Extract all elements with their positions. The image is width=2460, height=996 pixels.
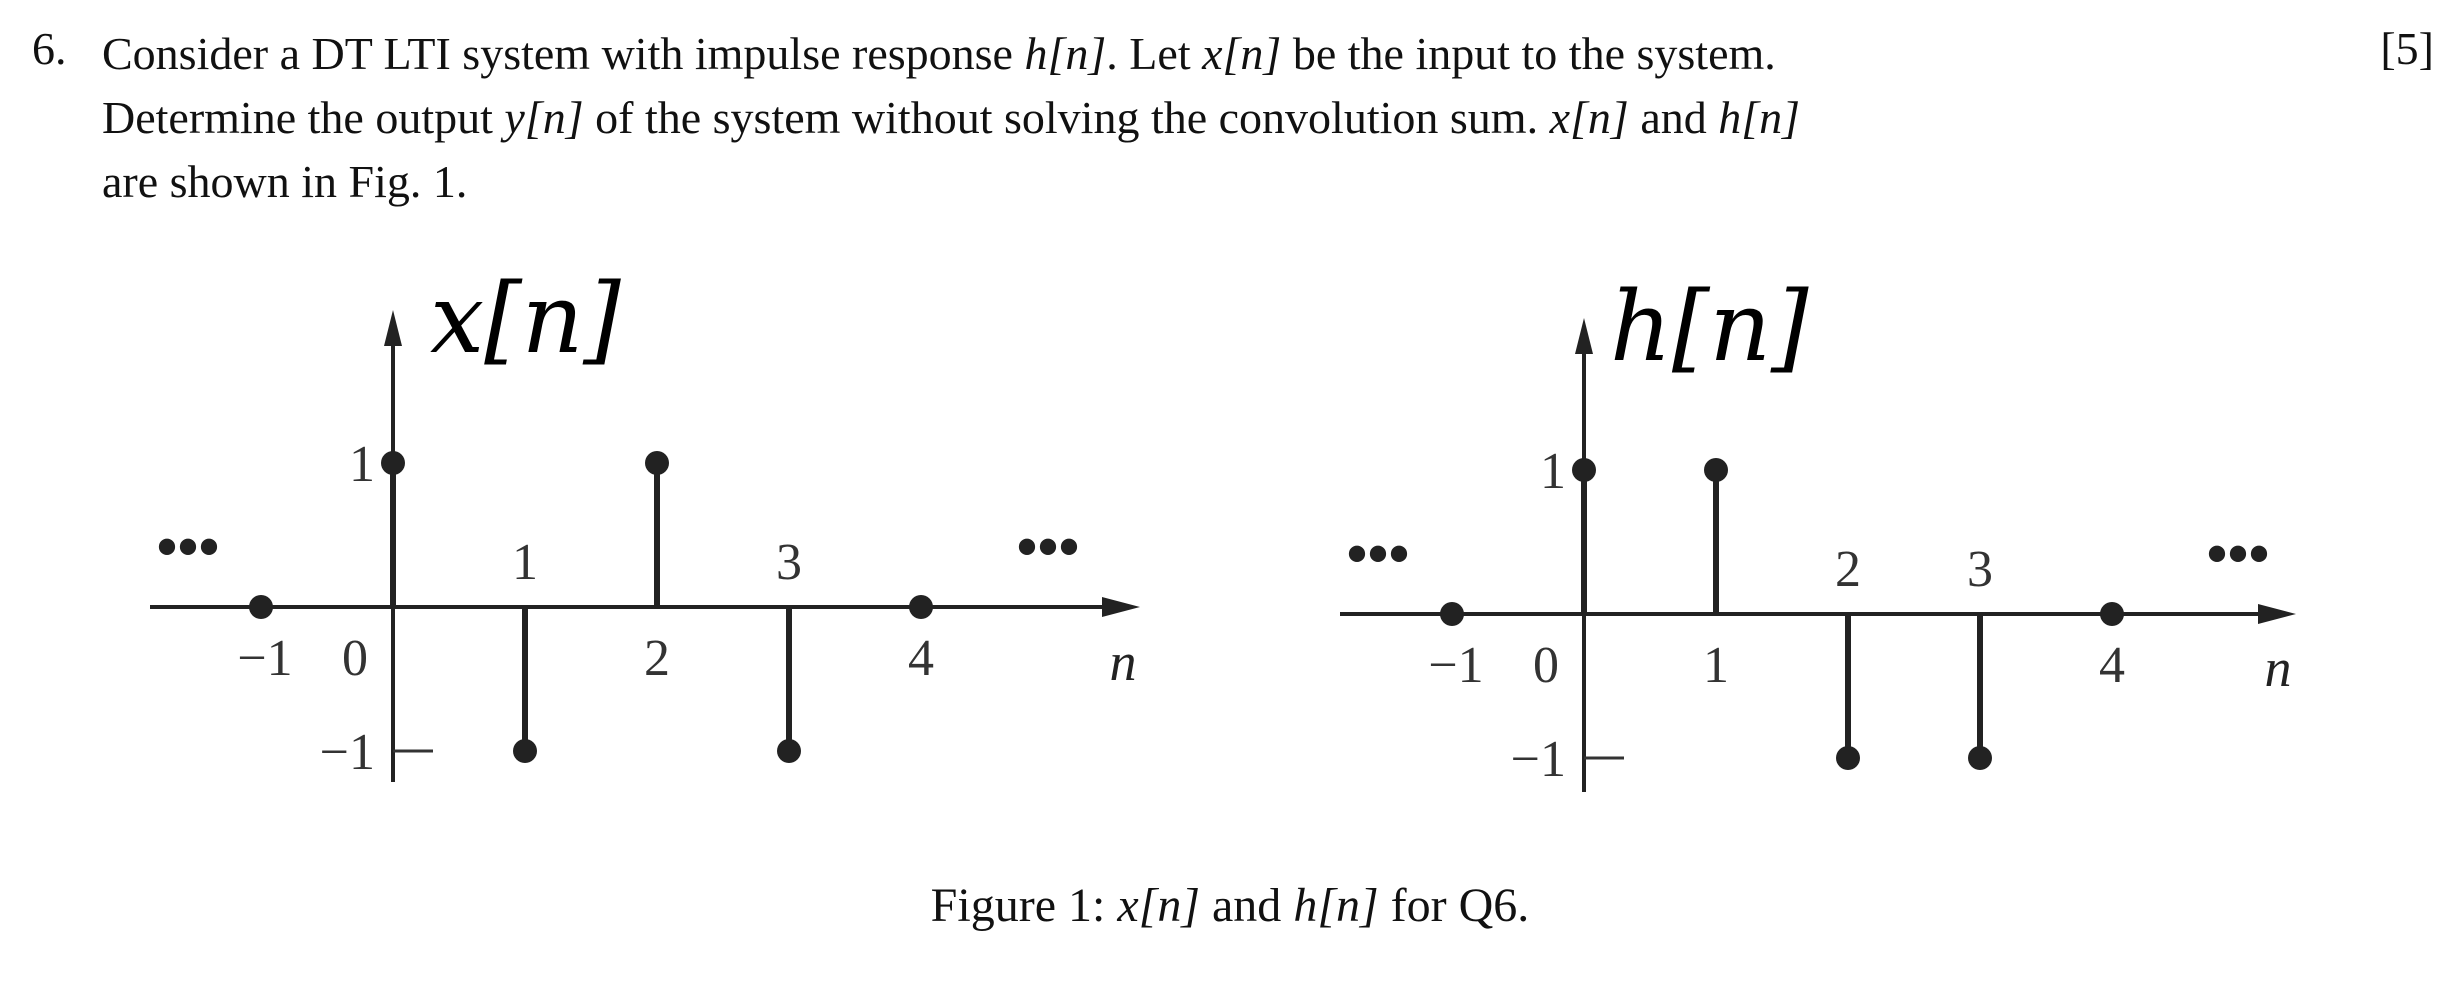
tick-label: 1 — [512, 534, 538, 591]
y-axis-arrow — [1575, 318, 1593, 354]
math-symbol: h[n] — [1718, 92, 1801, 143]
math-symbol: h[n] — [1024, 28, 1107, 79]
tick-label: −1 — [237, 630, 292, 687]
tick-label: 1 — [1703, 637, 1729, 694]
text-segment: . Let — [1106, 28, 1203, 79]
text-segment: for Q6. — [1378, 879, 1530, 932]
stem-plot-x: x[n] −1 0 2 4 1 3 1 −1 n ••• ••• — [150, 263, 1140, 782]
question-text: Consider a DT LTI system with impulse re… — [102, 22, 2252, 214]
question-marks: [5] — [2380, 23, 2434, 74]
text-segment: Figure 1: — [930, 879, 1118, 932]
math-symbol: y[n] — [504, 92, 584, 143]
math-symbol: x[n] — [1117, 879, 1200, 932]
text-segment: are shown in Fig. 1. — [102, 156, 468, 207]
stem-point — [1704, 458, 1728, 482]
stem-point — [909, 595, 933, 619]
ellipsis-right: ••• — [2206, 521, 2269, 587]
math-symbol: x[n] — [1202, 28, 1282, 79]
ellipsis-left: ••• — [156, 514, 219, 580]
tick-label: 0 — [1533, 637, 1559, 694]
question-number: 6. — [32, 23, 67, 74]
text-segment: and — [1200, 879, 1294, 932]
tick-label: 1 — [349, 436, 375, 493]
x-axis-label: n — [2265, 638, 2292, 698]
text-segment: Determine the output — [102, 92, 505, 143]
ellipsis-right: ••• — [1016, 514, 1079, 580]
ellipsis-left: ••• — [1346, 521, 1409, 587]
stem-point — [645, 451, 669, 475]
stem-point — [1572, 458, 1596, 482]
stem-point — [381, 451, 405, 475]
stem-point — [513, 739, 537, 763]
math-symbol: x[n] — [1549, 92, 1629, 143]
plot-title: h[n] — [1610, 271, 1809, 383]
tick-label: 0 — [342, 630, 368, 687]
tick-label: 2 — [644, 630, 670, 687]
text-segment: be the input to the system. — [1281, 28, 1776, 79]
text-segment: of the system without solving the convol… — [583, 92, 1550, 143]
stem-point — [249, 595, 273, 619]
tick-label: 4 — [908, 630, 934, 687]
question-line-3: are shown in Fig. 1. — [102, 150, 2252, 214]
y-axis-arrow — [384, 310, 402, 346]
math-symbol: h[n] — [1293, 879, 1379, 932]
tick-label: 4 — [2099, 637, 2125, 694]
tick-label: 3 — [1967, 541, 1993, 598]
stem-plot-h: h[n] −1 0 1 4 2 3 1 −1 n ••• ••• — [1340, 271, 2296, 792]
x-axis-arrow — [1102, 597, 1140, 617]
question-line-2: Determine the output y[n] of the system … — [102, 86, 2252, 150]
tick-label: −1 — [1511, 731, 1566, 788]
stem-point — [1968, 746, 1992, 770]
tick-label: −1 — [320, 724, 375, 781]
x-axis-arrow — [2258, 604, 2296, 624]
tick-label: 1 — [1540, 443, 1566, 500]
tick-label: 3 — [776, 534, 802, 591]
stem-point — [777, 739, 801, 763]
text-segment: and — [1628, 92, 1719, 143]
stem-point — [2100, 602, 2124, 626]
tick-label: 2 — [1835, 541, 1861, 598]
tick-label: −1 — [1428, 637, 1483, 694]
text-segment: Consider a DT LTI system with impulse re… — [102, 28, 1025, 79]
figure-caption: Figure 1: x[n] and h[n] for Q6. — [0, 878, 2460, 933]
stem-point — [1440, 602, 1464, 626]
plot-title: x[n] — [430, 263, 621, 375]
question-line-1: Consider a DT LTI system with impulse re… — [102, 22, 2252, 86]
stem-point — [1836, 746, 1860, 770]
x-axis-label: n — [1110, 632, 1137, 692]
